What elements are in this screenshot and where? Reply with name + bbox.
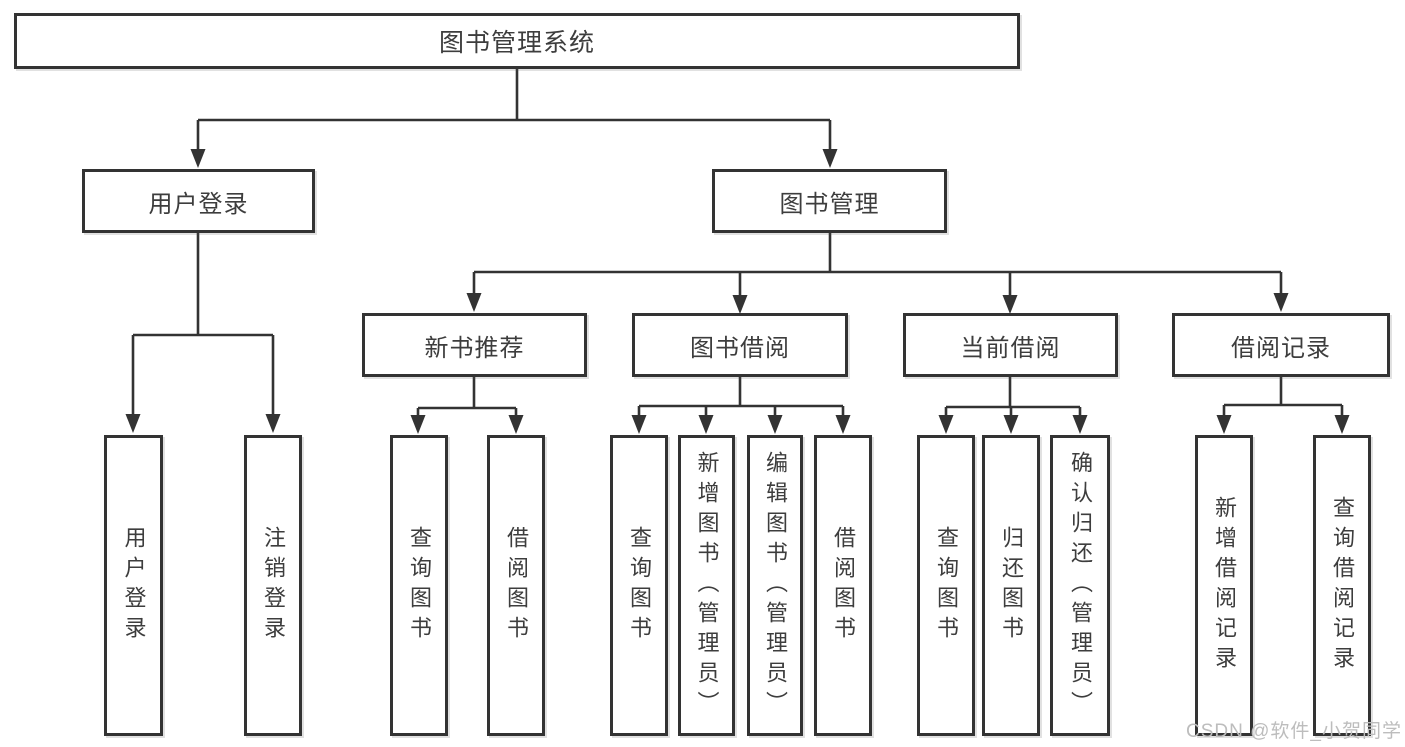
leaf-query-borrow-record: 查询借阅记录 xyxy=(1313,435,1371,736)
leaf-edit-books-admin: 编辑图书（管理员） xyxy=(747,435,803,736)
leaf-confirm-return-admin: 确认归还（管理员） xyxy=(1050,435,1110,736)
leaf-borrow-books-recommend: 借阅图书 xyxy=(487,435,545,736)
node-user-login: 用户登录 xyxy=(82,169,315,233)
node-current-borrow: 当前借阅 xyxy=(903,313,1118,377)
node-library-management-system: 图书管理系统 xyxy=(14,13,1020,69)
leaf-return-books: 归还图书 xyxy=(982,435,1040,736)
leaf-query-books-borrow: 查询图书 xyxy=(610,435,668,736)
leaf-logout: 注销登录 xyxy=(244,435,302,736)
node-book-management: 图书管理 xyxy=(712,169,947,233)
node-new-book-recommend: 新书推荐 xyxy=(362,313,587,377)
leaf-borrow-books: 借阅图书 xyxy=(814,435,872,736)
leaf-add-books-admin: 新增图书（管理员） xyxy=(678,435,735,736)
leaf-user-login: 用户登录 xyxy=(104,435,163,736)
leaf-query-books-current: 查询图书 xyxy=(917,435,975,736)
leaf-query-books-recommend: 查询图书 xyxy=(390,435,448,736)
node-borrow-records: 借阅记录 xyxy=(1172,313,1390,377)
node-book-borrow: 图书借阅 xyxy=(632,313,848,377)
leaf-add-borrow-record: 新增借阅记录 xyxy=(1195,435,1253,736)
csdn-watermark: CSDN @软件_小贺同学 xyxy=(1186,721,1402,742)
